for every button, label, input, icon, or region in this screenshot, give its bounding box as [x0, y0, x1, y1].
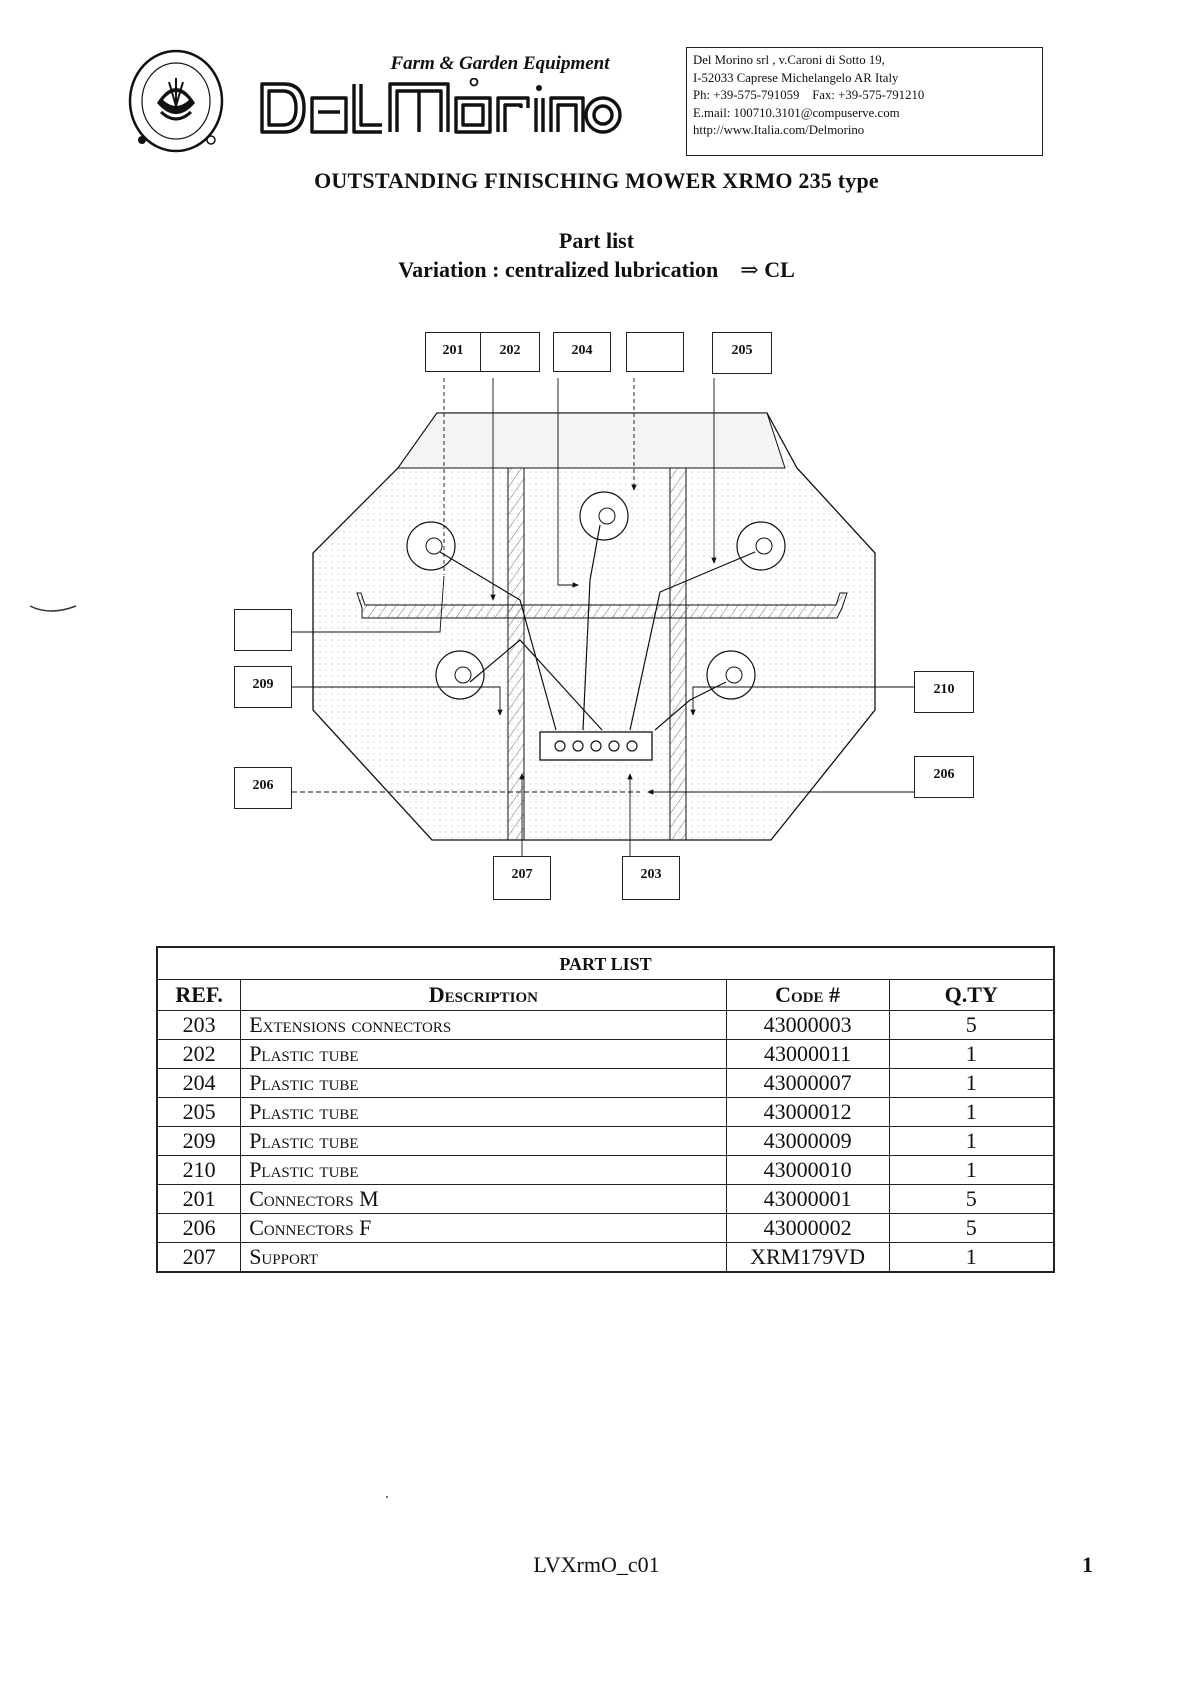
address-line: Ph: +39-575-791059 Fax: +39-575-791210	[693, 88, 925, 102]
cell-description: Extensions connectors	[240, 1010, 727, 1040]
cell-ref: 204	[156, 1068, 242, 1098]
table-row: 210 Plastic tube 43000010 1	[156, 1155, 1055, 1185]
table-row: 204 Plastic tube 43000007 1	[156, 1068, 1055, 1098]
cell-ref: 206	[156, 1213, 242, 1243]
document-code: LVXrmO_c01	[533, 1552, 660, 1577]
brand-logo	[260, 78, 622, 134]
document-subtitle: Part list	[558, 228, 635, 253]
cell-code: 43000001	[725, 1184, 890, 1214]
company-address-box: Del Morino srl , v.Caroni di Sotto 19, I…	[686, 47, 1043, 156]
variation-line: Variation : centralized lubrication ⇒ CL	[0, 257, 1193, 283]
table-row: 209 Plastic tube 43000009 1	[156, 1126, 1055, 1156]
callout-209: 209	[234, 666, 292, 708]
cell-description: Connectors F	[240, 1213, 727, 1243]
cell-qty: 1	[888, 1039, 1055, 1069]
parts-table: PART LIST REF. Description Code # Q.TY 2…	[156, 946, 1055, 1273]
implies-arrow-icon: ⇒	[740, 257, 759, 282]
cell-ref: 205	[156, 1097, 242, 1127]
tagline: Farm & Garden Equipment	[390, 53, 610, 74]
cell-qty: 1	[888, 1155, 1055, 1185]
page-number: 1	[1082, 1552, 1093, 1577]
callout-201: 201	[425, 332, 481, 372]
cell-description: Plastic tube	[240, 1155, 727, 1185]
company-seal-logo	[128, 49, 224, 153]
document-title: OUTSTANDING FINISCHING MOWER XRMO 235 ty…	[314, 168, 879, 193]
callout-205: 205	[712, 332, 772, 374]
margin-punch-mark	[29, 605, 77, 612]
table-row: 201 Connectors M 43000001 5	[156, 1184, 1055, 1214]
column-header-ref: REF.	[156, 979, 242, 1011]
cell-ref: 209	[156, 1126, 242, 1156]
callout-206-right: 206	[914, 756, 974, 798]
callout-207: 207	[493, 856, 551, 900]
address-line: I-52033 Caprese Michelangelo AR Italy	[693, 70, 899, 85]
cell-description: Plastic tube	[240, 1126, 727, 1156]
table-title: PART LIST	[156, 946, 1055, 980]
table-row: 203 Extensions connectors 43000003 5	[156, 1010, 1055, 1040]
cell-code: 43000007	[725, 1068, 890, 1098]
address-line: http://www.Italia.com/Delmorino	[693, 123, 865, 137]
cell-qty: 5	[888, 1010, 1055, 1040]
callout-blank-left	[234, 609, 292, 651]
table-row: 207 Support XRM179VD 1	[156, 1242, 1055, 1273]
column-header-code: Code #	[725, 979, 890, 1011]
cell-ref: 207	[156, 1242, 242, 1273]
table-header-row: REF. Description Code # Q.TY	[156, 979, 1055, 1011]
table-row: 202 Plastic tube 43000011 1	[156, 1039, 1055, 1069]
cell-code: 43000009	[725, 1126, 890, 1156]
cell-code: 43000003	[725, 1010, 890, 1040]
lubrication-diagram: 201 202 204 205 209 206 210 206 207 203	[0, 320, 1193, 910]
callout-203: 203	[622, 856, 680, 900]
cell-description: Support	[240, 1242, 727, 1273]
table-row: 205 Plastic tube 43000012 1	[156, 1097, 1055, 1127]
cell-code: XRM179VD	[725, 1242, 890, 1273]
callout-202: 202	[480, 332, 540, 372]
cell-code: 43000012	[725, 1097, 890, 1127]
callout-206-left: 206	[234, 767, 292, 809]
scan-speck	[386, 1496, 388, 1498]
cell-qty: 1	[888, 1068, 1055, 1098]
cell-ref: 202	[156, 1039, 242, 1069]
cell-code: 43000002	[725, 1213, 890, 1243]
callout-204: 204	[553, 332, 611, 372]
callout-210: 210	[914, 671, 974, 713]
address-line: Del Morino srl , v.Caroni di Sotto 19,	[693, 53, 885, 67]
table-title-row: PART LIST	[156, 946, 1055, 980]
address-line: E.mail: 100710.3101@compuserve.com	[693, 105, 900, 120]
cell-ref: 203	[156, 1010, 242, 1040]
cell-description: Plastic tube	[240, 1068, 727, 1098]
cell-qty: 1	[888, 1126, 1055, 1156]
cell-qty: 5	[888, 1213, 1055, 1243]
cell-qty: 5	[888, 1184, 1055, 1214]
cell-description: Plastic tube	[240, 1097, 727, 1127]
cell-description: Plastic tube	[240, 1039, 727, 1069]
column-header-qty: Q.TY	[888, 979, 1055, 1011]
cell-ref: 201	[156, 1184, 242, 1214]
variation-code: CL	[764, 257, 795, 282]
cell-qty: 1	[888, 1242, 1055, 1273]
callout-blank-top	[626, 332, 684, 372]
cell-qty: 1	[888, 1097, 1055, 1127]
mower-deck-drawing	[292, 378, 915, 858]
cell-code: 43000011	[725, 1039, 890, 1069]
table-row: 206 Connectors F 43000002 5	[156, 1213, 1055, 1243]
cell-ref: 210	[156, 1155, 242, 1185]
cell-code: 43000010	[725, 1155, 890, 1185]
column-header-description: Description	[240, 979, 727, 1011]
cell-description: Connectors M	[240, 1184, 727, 1214]
variation-label: Variation : centralized lubrication	[398, 257, 719, 282]
